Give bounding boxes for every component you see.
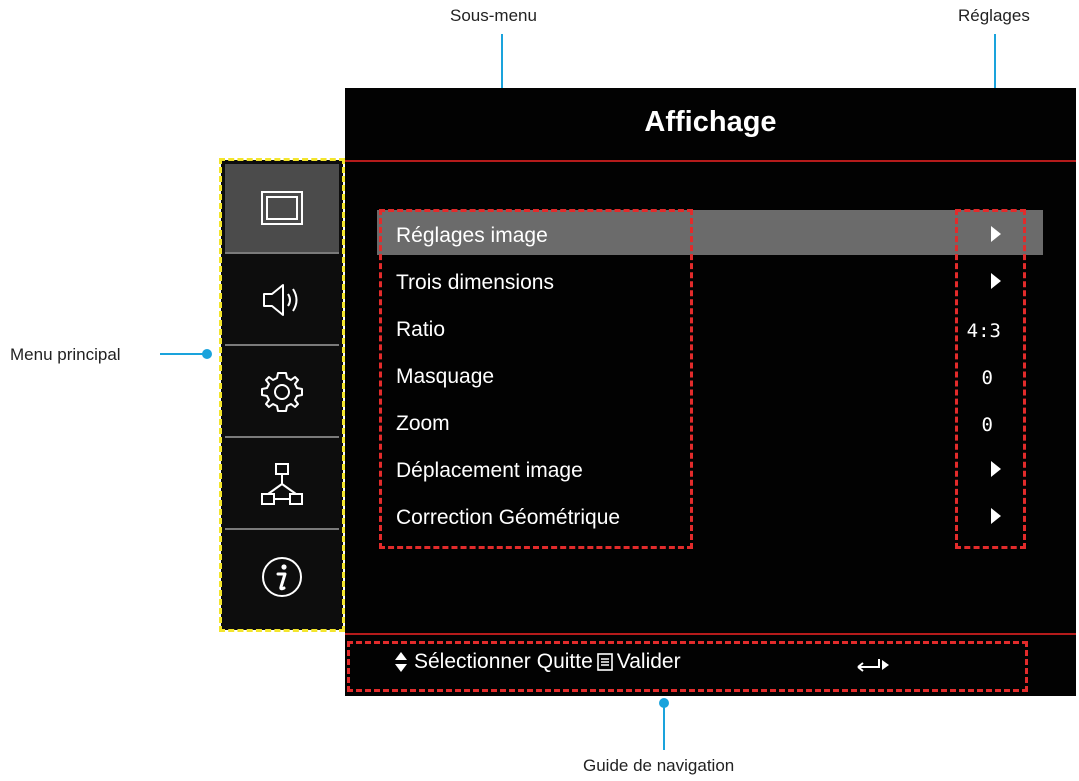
- submenu-arrow-icon: [991, 508, 1001, 524]
- submenu-value-masquage: 0: [981, 367, 993, 389]
- callout-dot-guide: [659, 698, 669, 708]
- gear-icon: [261, 372, 303, 412]
- osd-title: Affichage: [644, 106, 777, 138]
- display-icon: [261, 191, 303, 225]
- submenu-item-reglages-image[interactable]: Réglages image: [396, 224, 548, 247]
- info-icon: [262, 557, 302, 597]
- submenu-item-correction-geometrique[interactable]: Correction Géométrique: [396, 506, 621, 529]
- title-divider: [345, 160, 1076, 162]
- callout-menu-principal: Menu principal: [10, 345, 121, 364]
- submenu-value-zoom: 0: [981, 414, 993, 436]
- navigation-guide: Sélectionner Quitte Valider: [394, 650, 681, 674]
- main-menu-network[interactable]: [225, 440, 339, 530]
- up-down-arrows-icon: [395, 652, 407, 672]
- callout-sous-menu: Sous-menu: [450, 6, 537, 25]
- submenu-arrow-icon: [991, 461, 1001, 477]
- submenu-highlight-box: [379, 209, 693, 549]
- submenu-value-ratio: 4:3: [966, 320, 1001, 342]
- callout-reglages: Réglages: [958, 6, 1030, 25]
- menu-list-icon: [596, 653, 613, 671]
- callout-line-menu-principal: [160, 353, 206, 355]
- nav-select-label: Sélectionner: [414, 650, 531, 673]
- main-menu: [219, 158, 345, 632]
- submenu-item-zoom[interactable]: Zoom: [396, 412, 450, 435]
- navigation-highlight-box: [347, 641, 1028, 692]
- selection-highlight: [377, 210, 1043, 255]
- main-menu-info[interactable]: [225, 532, 339, 622]
- main-menu-audio[interactable]: [225, 256, 339, 346]
- nav-validate-label: Valider: [616, 650, 681, 673]
- callout-line-guide: [663, 702, 665, 750]
- network-icon: [261, 463, 303, 505]
- submenu-arrow-icon: [991, 226, 1001, 242]
- settings-highlight-box: [955, 209, 1026, 549]
- callout-dot-menu-principal: [202, 349, 212, 359]
- callout-guide-navigation: Guide de navigation: [583, 756, 735, 775]
- submenu-item-deplacement-image[interactable]: Déplacement image: [396, 459, 583, 482]
- osd-panel: Affichage: [345, 88, 1076, 696]
- main-menu-display[interactable]: [225, 164, 339, 254]
- submenu-item-masquage[interactable]: Masquage: [396, 365, 495, 388]
- submenu-item-trois-dimensions[interactable]: Trois dimensions: [396, 271, 554, 294]
- enter-arrow-icon: [857, 659, 889, 672]
- speaker-icon: [263, 284, 298, 316]
- footer-divider: [345, 633, 1076, 635]
- nav-quit-label: Quitte: [536, 650, 593, 673]
- main-menu-settings[interactable]: [225, 348, 339, 438]
- submenu-item-ratio[interactable]: Ratio: [396, 318, 446, 341]
- submenu-arrow-icon: [991, 273, 1001, 289]
